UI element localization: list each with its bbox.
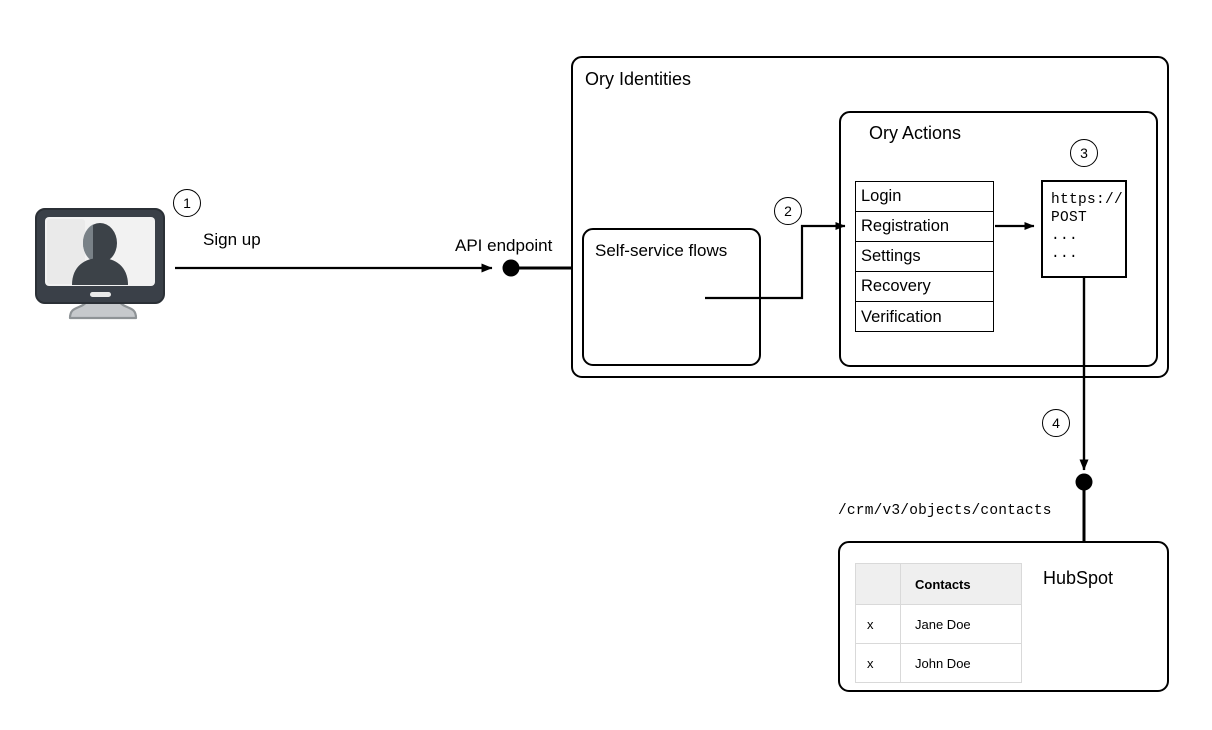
- table-row[interactable]: x Jane Doe: [855, 604, 1022, 644]
- webhook-code-line: ...: [1051, 246, 1079, 262]
- ory-actions-title: Ory Actions: [869, 123, 962, 143]
- step-marker-1: 1: [173, 189, 201, 217]
- webhook-code-line: ...: [1051, 228, 1079, 244]
- hubspot-path-label: /crm/v3/objects/contacts: [838, 503, 1052, 519]
- ory-actions-box: [839, 111, 1158, 367]
- flow-item-label: Login: [861, 187, 902, 205]
- flow-item-recovery[interactable]: Recovery: [856, 272, 993, 302]
- self-service-flows-title: Self-service flows: [595, 241, 728, 260]
- hubspot-box: [838, 541, 1169, 692]
- table-cell-name: Jane Doe: [900, 604, 1022, 644]
- edge-label-sign-up: Sign up: [203, 230, 261, 249]
- flow-item-label: Recovery: [861, 277, 931, 295]
- table-header-flag: [855, 563, 901, 605]
- step-marker-2: 2: [774, 197, 802, 225]
- flow-item-label: Verification: [861, 307, 942, 326]
- table-cell-name: John Doe: [900, 643, 1022, 683]
- ory-identities-title: Ory Identities: [585, 69, 692, 89]
- flow-item-label: Settings: [861, 247, 921, 265]
- desktop-monitor-user-icon: [35, 208, 165, 320]
- flow-item-verification[interactable]: Verification: [856, 302, 993, 332]
- step-marker-3: 3: [1070, 139, 1098, 167]
- webhook-code-box: https:// POST ... ...: [1041, 180, 1127, 278]
- edge-selfservice-to-registration: [705, 222, 846, 300]
- table-row[interactable]: x John Doe: [855, 643, 1022, 683]
- hubspot-title: HubSpot: [1043, 568, 1114, 588]
- api-endpoint-label: API endpoint: [455, 236, 553, 255]
- self-service-flows-box: [582, 228, 761, 366]
- table-cell-flag: x: [855, 643, 901, 683]
- hubspot-contacts-table: Contacts x Jane Doe x John Doe: [855, 563, 1022, 683]
- webhook-code-line: https://: [1051, 192, 1124, 208]
- self-service-flow-list: Login Registration Settings Recovery Ver…: [855, 181, 994, 332]
- step-marker-4: 4: [1042, 409, 1070, 437]
- webhook-code-line: POST: [1051, 210, 1088, 226]
- flow-item-label: Registration: [861, 217, 950, 235]
- flow-item-registration[interactable]: Registration: [856, 212, 993, 242]
- table-header-contacts: Contacts: [900, 563, 1022, 605]
- flow-item-settings[interactable]: Settings: [856, 242, 993, 272]
- table-cell-flag: x: [855, 604, 901, 644]
- table-header-row: Contacts: [855, 563, 1022, 605]
- flow-item-login[interactable]: Login: [856, 182, 993, 212]
- ory-identities-box: [571, 56, 1169, 378]
